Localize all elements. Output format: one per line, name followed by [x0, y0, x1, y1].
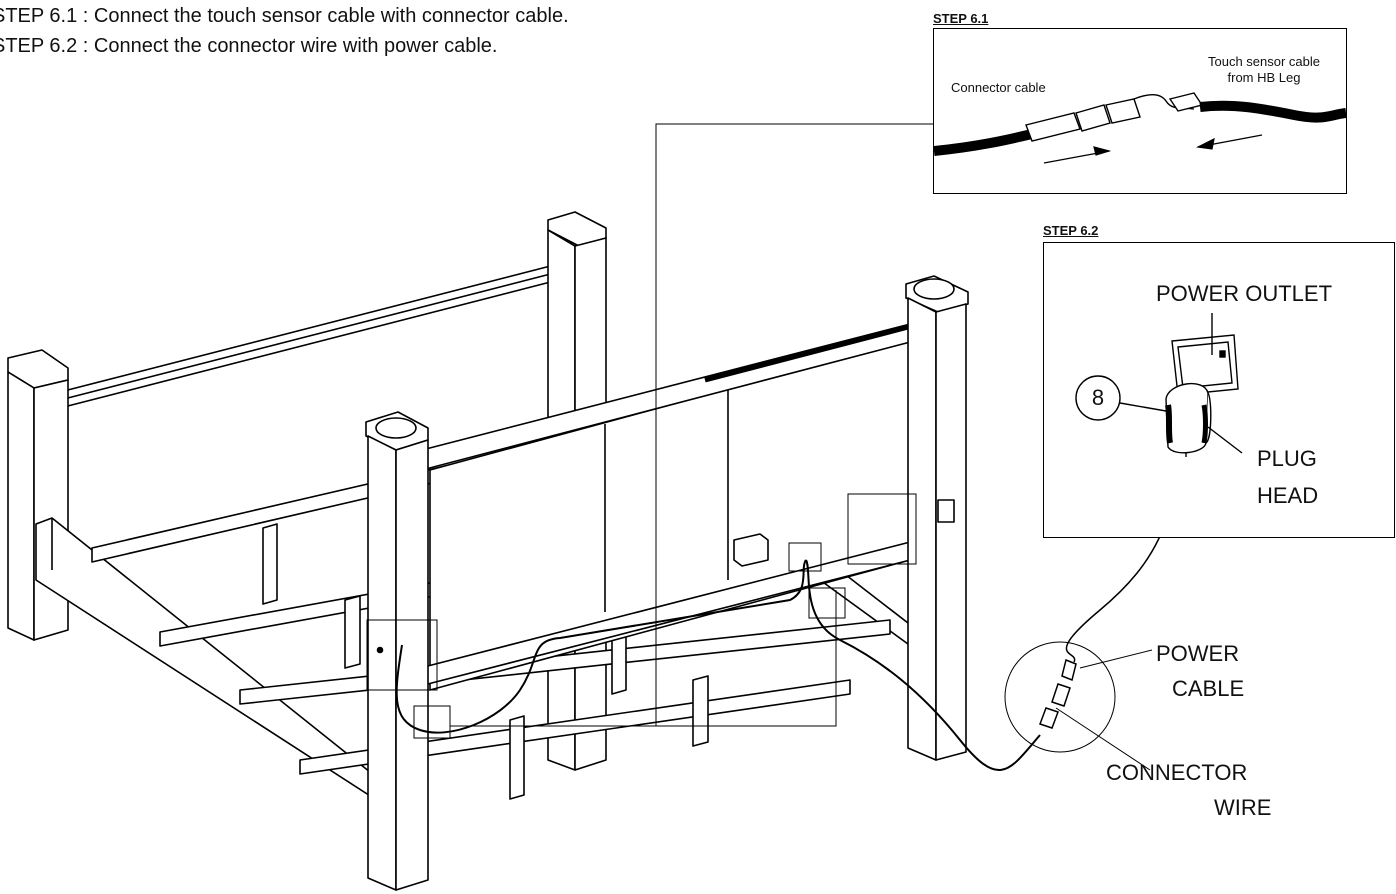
power-outlet-icon: [1171, 313, 1239, 396]
step-6-2-panel: POWER OUTLET 8 PLUG HEAD: [1043, 242, 1395, 538]
step-6-1-title: STEP 6.1: [933, 11, 989, 26]
step-6-1-panel: Connector cable Touch sensor cable from …: [933, 28, 1347, 194]
plug-adapter-icon: [1165, 382, 1212, 457]
plug-head-label-line2: HEAD: [1257, 483, 1319, 508]
plug-head-label-line1: PLUG: [1257, 446, 1317, 471]
connector-wire-label-line2: WIRE: [1214, 795, 1272, 820]
connector-wire-label-line1: CONNECTOR: [1106, 760, 1248, 785]
connector-cable-label: Connector cable: [951, 80, 1046, 95]
instruction-step-6-2: STEP 6.2 : Connect the connector wire wi…: [0, 35, 498, 57]
plug-drawing: [1075, 313, 1243, 457]
part-number-circle: [1075, 375, 1121, 421]
power-cable-label-line1: POWER: [1156, 641, 1240, 666]
power-outlet-label: POWER OUTLET: [1156, 281, 1333, 306]
touch-sensor-label-line2: from HB Leg: [1227, 70, 1301, 85]
touch-sensor-label-line1: Touch sensor cable: [1207, 54, 1320, 69]
power-cable-label-line2: CABLE: [1172, 676, 1245, 701]
cable-join-drawing: [934, 92, 1346, 164]
connector-cable-path: [805, 559, 1041, 772]
touch-sensor-cable: [395, 559, 807, 734]
instruction-step-6-1: STEP 6.1 : Connect the touch sensor cabl…: [0, 5, 569, 27]
step-6-2-title: STEP 6.2: [1043, 223, 1099, 238]
part-number-label: 8: [1091, 385, 1105, 410]
